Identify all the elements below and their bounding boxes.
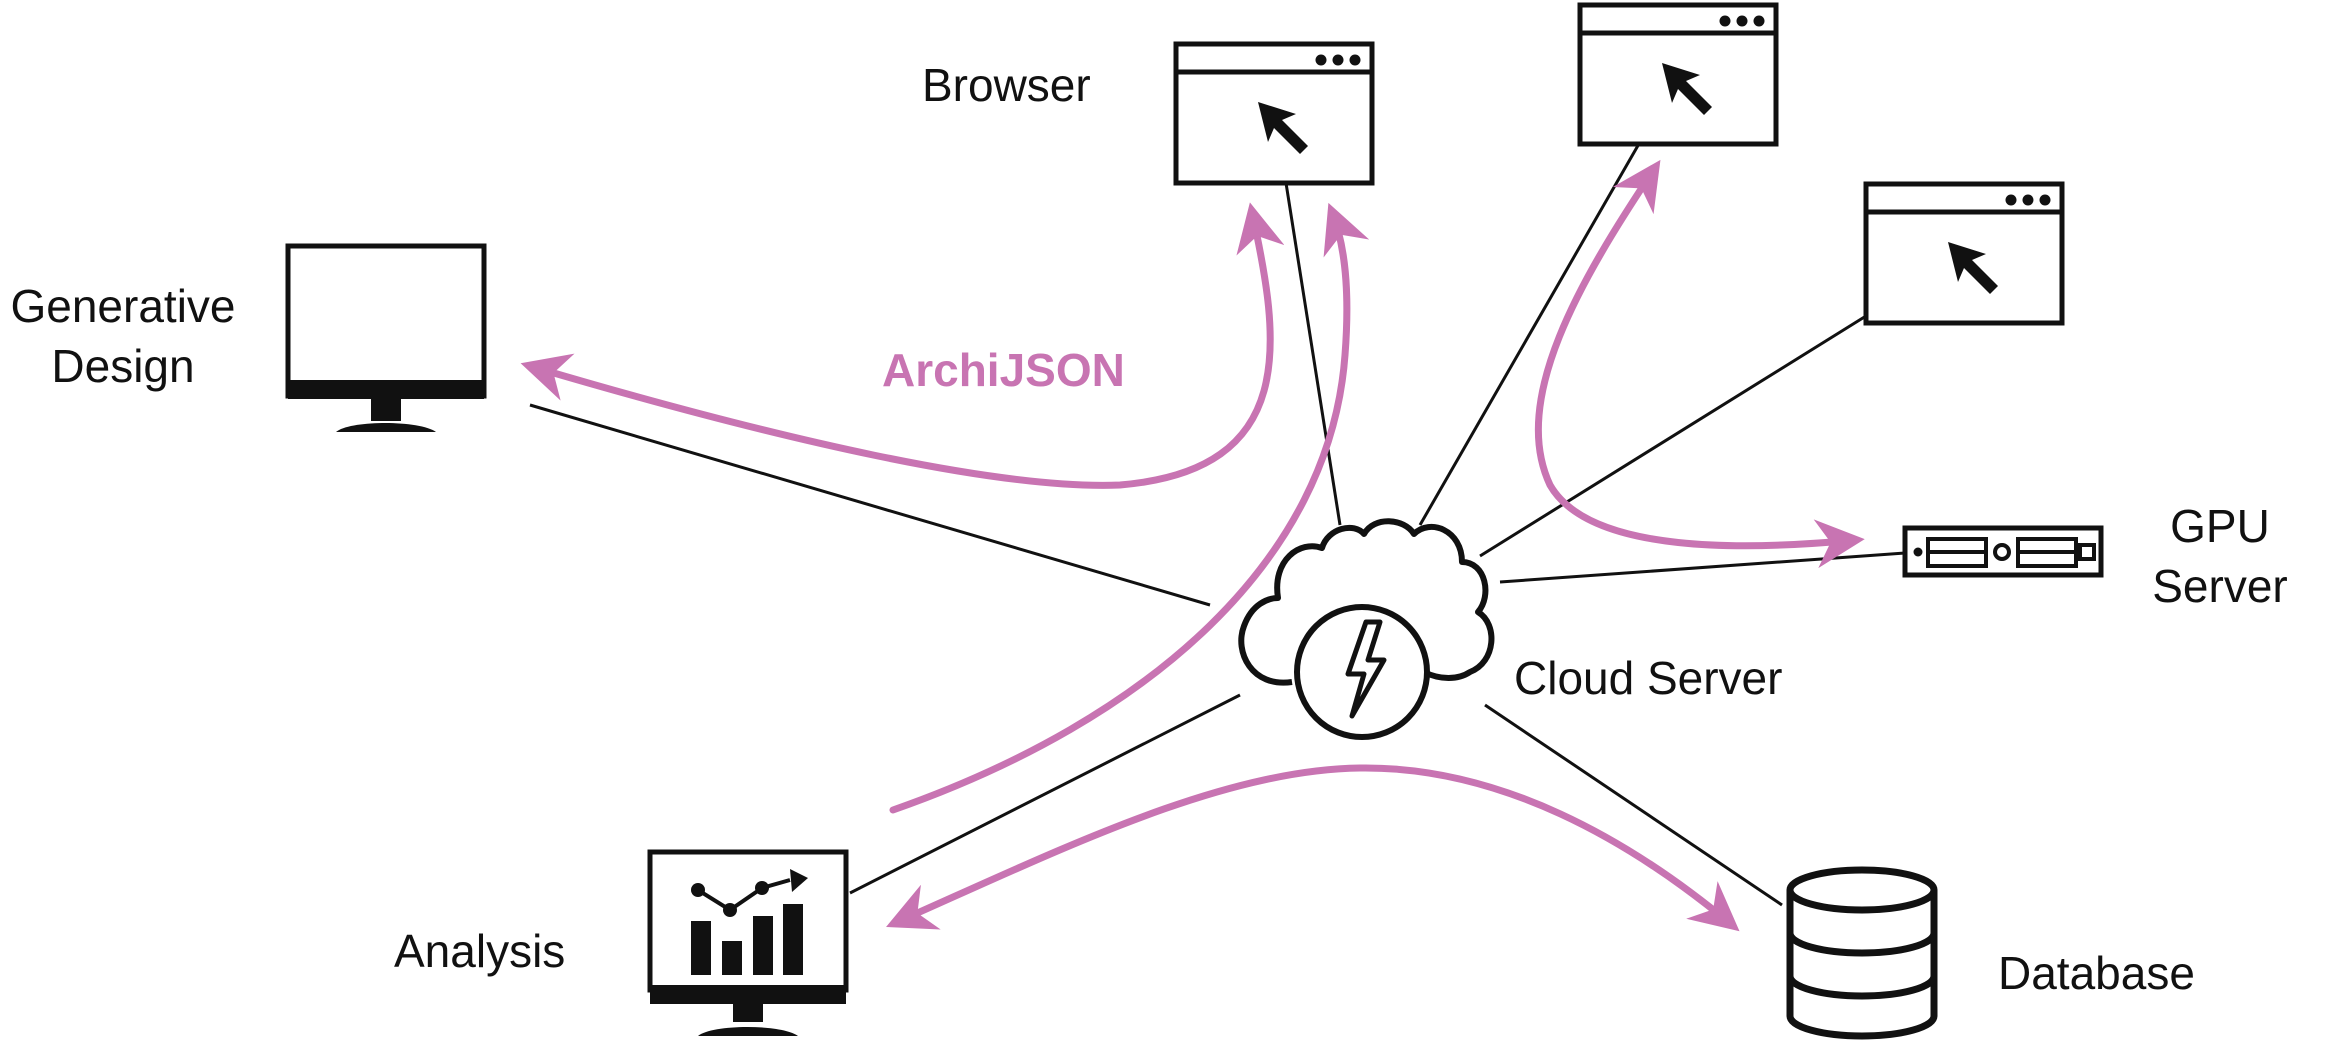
connector-gpu-server [1499, 551, 1906, 584]
connector-database [1484, 703, 1783, 907]
generative-design-label-line-1: Generative [10, 280, 236, 332]
cloud-lightning-icon [1238, 518, 1495, 740]
browser-label: Browser [922, 59, 1091, 111]
browser-window-icon [1863, 181, 2065, 326]
flow-arrow-analysis-to-browser [889, 202, 1370, 814]
flow-arrow-browser-to-generative-design [520, 202, 1285, 489]
gpu-server-label-line-2: Server [2152, 560, 2288, 612]
database-label: Database [1998, 947, 2195, 999]
browser-window-icon [1173, 41, 1375, 186]
gpu-server-label-line-1: GPU [2170, 500, 2270, 552]
browser-window-icon [1577, 2, 1779, 147]
database-cylinder-icon [1786, 866, 1938, 1040]
desktop-monitor-icon [285, 243, 487, 432]
connector-browser-1 [1284, 182, 1342, 526]
analytics-monitor-icon [647, 849, 849, 1036]
generative-design-label-line-2: Design [51, 340, 195, 392]
cloud-server-label: Cloud Server [1514, 652, 1783, 704]
flow-arrows [520, 159, 1865, 932]
generative-design-label: Generative Design [0, 276, 246, 396]
connector-generative-design [529, 403, 1211, 607]
analysis-label: Analysis [394, 925, 566, 977]
rack-server-icon [1902, 525, 2104, 578]
archijson-label: ArchiJSON [882, 344, 1125, 396]
connector-analysis [849, 693, 1241, 895]
connector-browser-2 [1418, 141, 1642, 526]
flow-arrow-browser-to-gpu-server [1534, 159, 1865, 569]
flow-arrow-analysis-to-database [886, 764, 1740, 932]
gpu-server-label: GPU Server [2130, 496, 2310, 616]
